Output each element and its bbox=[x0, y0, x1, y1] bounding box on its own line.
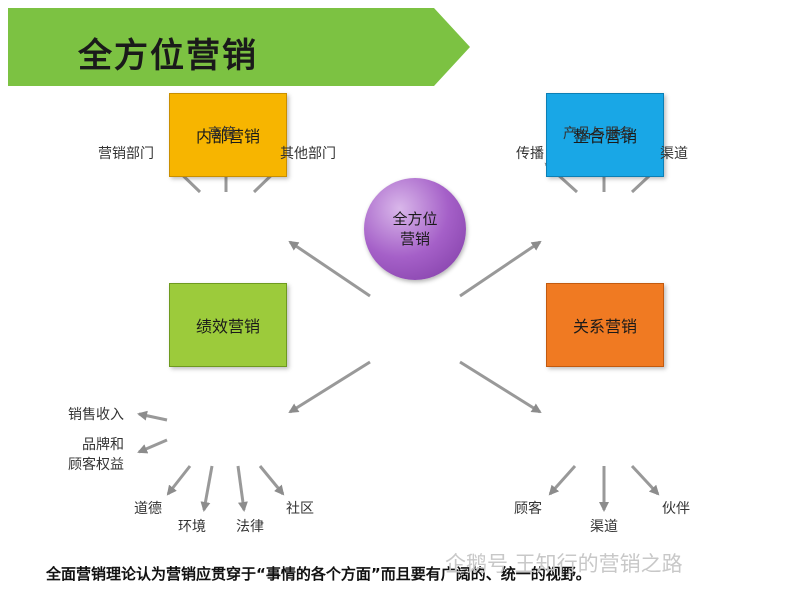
label-customer-equity: 顾客权益 bbox=[68, 457, 124, 473]
label-law: 法律 bbox=[236, 519, 264, 535]
label-environment: 环境 bbox=[178, 519, 206, 535]
arrow-perf-sales bbox=[137, 410, 168, 422]
arrow-perf-ethics bbox=[166, 465, 192, 496]
banner-arrow-shape bbox=[8, 8, 470, 86]
connector-to-relationship bbox=[459, 360, 542, 414]
title-banner bbox=[8, 8, 470, 86]
arrow-perf-law bbox=[236, 465, 248, 512]
label-sales-revenue: 销售收入 bbox=[68, 407, 124, 423]
label-other-dept: 其他部门 bbox=[280, 146, 336, 162]
center-line-2: 营销 bbox=[399, 230, 430, 248]
label-communication: 传播 bbox=[516, 146, 544, 162]
page-title: 全方位营销 bbox=[78, 36, 258, 76]
arrow-perf-brand bbox=[137, 438, 168, 454]
diagram-connectors bbox=[137, 148, 664, 512]
label-executives: 高管 bbox=[208, 126, 236, 142]
center-circle: 全方位 营销 bbox=[364, 178, 466, 280]
arrow-perf-environment bbox=[200, 465, 214, 512]
connector-to-integrated bbox=[459, 240, 542, 298]
label-ethics: 道德 bbox=[134, 501, 162, 517]
arrow-perf-community bbox=[258, 465, 285, 496]
label-channel-relationship: 渠道 bbox=[590, 519, 618, 535]
arrow-rel-partners bbox=[630, 464, 660, 496]
label-partners: 伙伴 bbox=[662, 501, 690, 517]
watermark: 企鹅号 王知行的营销之路 bbox=[445, 552, 683, 576]
arrow-rel-customers bbox=[548, 465, 577, 496]
label-brand-and: 品牌和 bbox=[82, 437, 124, 453]
center-line-1: 全方位 bbox=[392, 210, 438, 228]
relationship-marketing-box: 关系营销 bbox=[546, 283, 664, 367]
label-channel-integrated: 渠道 bbox=[660, 146, 688, 162]
label-marketing-dept: 营销部门 bbox=[98, 146, 154, 162]
connector-to-internal bbox=[288, 240, 371, 298]
label-customers: 顾客 bbox=[514, 501, 542, 517]
integrated-marketing-box: 整合营销 bbox=[546, 93, 664, 177]
footer-caption: 全面营销理论认为营销应贯穿于“事情的各个方面”而且要有广阔的、统一的视野。 bbox=[46, 565, 591, 583]
internal-marketing-box: 内部营销 bbox=[169, 93, 287, 177]
label-community: 社区 bbox=[286, 501, 314, 517]
connector-to-performance bbox=[288, 360, 371, 414]
label-products-services: 产品与服务 bbox=[563, 126, 633, 142]
performance-marketing-box: 绩效营销 bbox=[169, 283, 287, 367]
